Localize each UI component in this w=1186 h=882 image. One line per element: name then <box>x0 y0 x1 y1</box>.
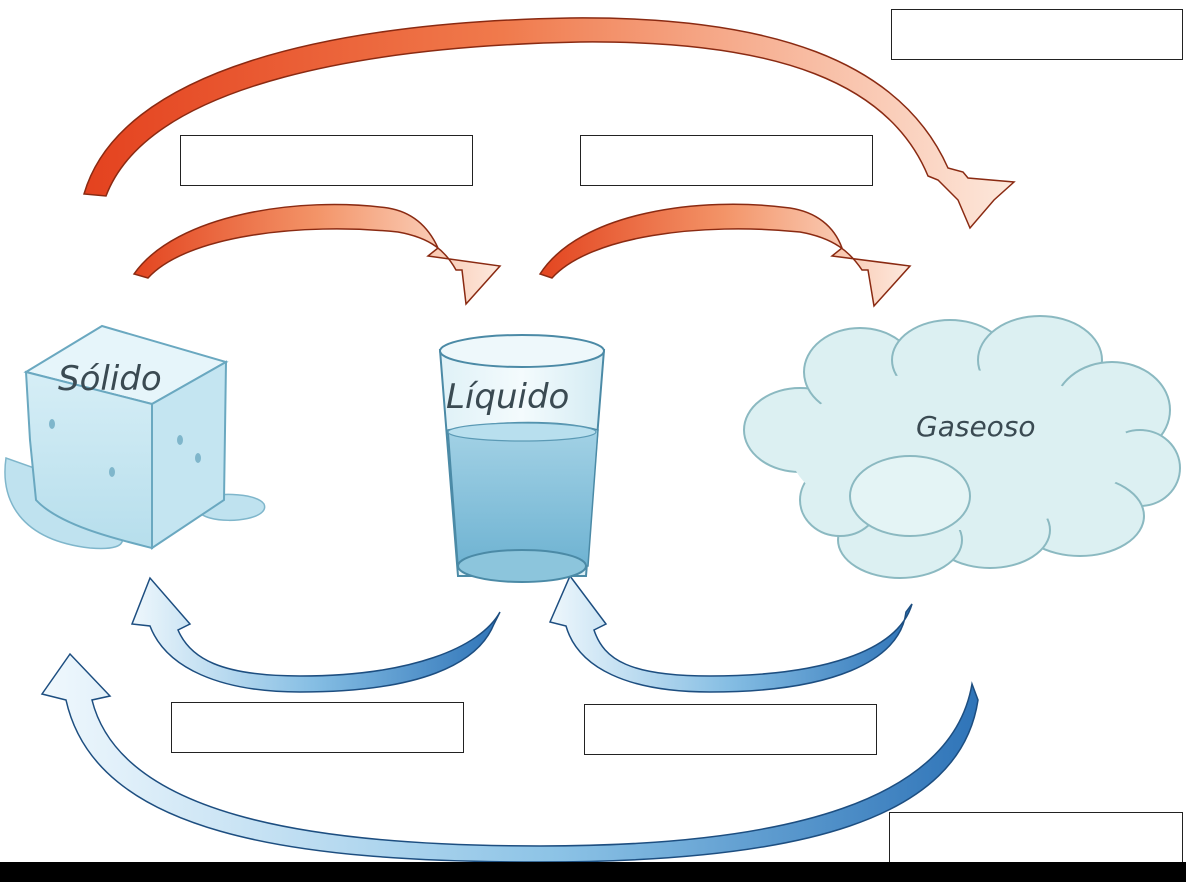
answer-box-vaporization[interactable] <box>580 135 873 186</box>
solid-label: Sólido <box>58 359 162 399</box>
answer-box-solidification[interactable] <box>171 702 464 753</box>
cloud-illustration: Gaseoso <box>743 315 1181 579</box>
answer-box-deposition[interactable] <box>889 812 1183 863</box>
sublimation-arrow <box>83 17 1016 230</box>
answer-box-condensation[interactable] <box>584 704 877 755</box>
vaporization-arrow <box>538 203 912 308</box>
bottom-black-bar <box>0 862 1186 882</box>
answer-box-sublimation[interactable] <box>891 9 1183 60</box>
ice-cube-illustration: Sólido <box>4 324 266 550</box>
liquid-label: Líquido <box>446 377 569 417</box>
gas-label: Gaseoso <box>916 410 1036 443</box>
condensation-arrow <box>548 574 913 693</box>
water-glass-illustration: Líquido <box>438 334 606 583</box>
melting-arrow <box>132 203 502 306</box>
answer-box-melting[interactable] <box>180 135 473 186</box>
deposition-arrow <box>40 652 979 863</box>
solidification-arrow <box>130 576 501 693</box>
